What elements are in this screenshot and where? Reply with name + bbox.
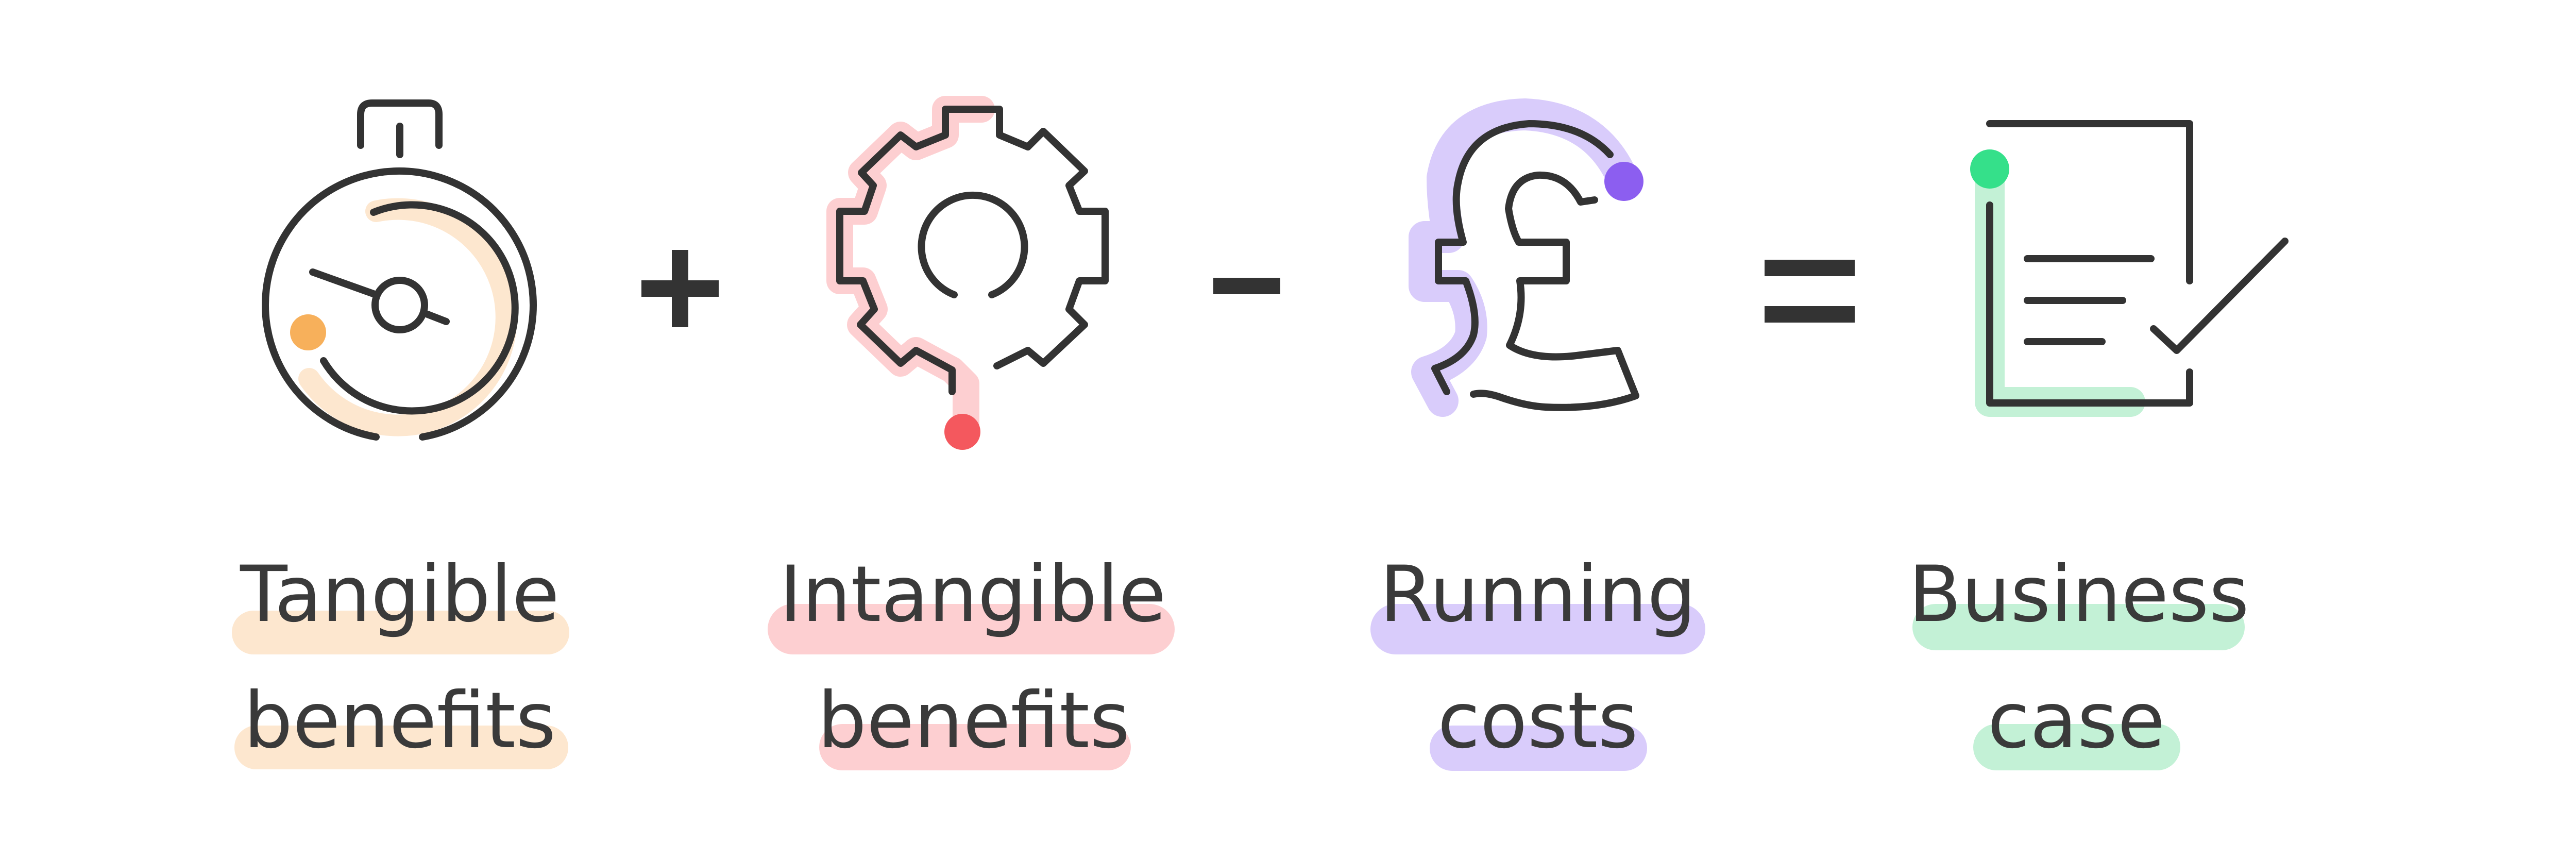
highlight-bar: [1973, 724, 2180, 770]
label-line-1: Tangible: [240, 550, 560, 639]
label-line-2: case: [1988, 676, 2165, 766]
stopwatch-inner-arc: [320, 201, 519, 415]
stopwatch-highlight-arc: [298, 198, 517, 436]
label-line-2: benefits: [818, 676, 1130, 766]
check-mark-icon: [2150, 238, 2289, 354]
highlight-bar: [234, 726, 568, 769]
stopwatch-hand: [309, 268, 380, 298]
gear-highlight-path: [826, 96, 995, 446]
label-intangible-benefits: Intangible benefits: [768, 550, 1175, 770]
stopwatch-hand-tail: [424, 311, 450, 325]
stopwatch-body: [262, 167, 537, 441]
stopwatch-icon: [262, 99, 537, 441]
highlight-bar: [819, 724, 1131, 770]
document-accent-dot: [1970, 149, 2009, 189]
stopwatch-accent-dot: [290, 314, 326, 350]
highlight-bar: [1430, 726, 1647, 771]
label-line-2: benefits: [244, 676, 556, 766]
labels: Tangible benefits Intangible benefits Ru…: [232, 550, 2249, 771]
document-back-page: [1986, 120, 2193, 284]
gear-inner-ring: [918, 191, 1028, 298]
label-line-1: Intangible: [779, 550, 1166, 639]
label-line-1: Running: [1380, 550, 1697, 639]
label-line-2: costs: [1437, 676, 1638, 766]
stopwatch-hub: [371, 277, 428, 333]
document-check-icon: [1970, 120, 2289, 417]
highlight-bar: [1912, 604, 2245, 650]
pound-inner-outline: [1470, 171, 1639, 411]
pound-outer-outline: [1431, 120, 1614, 395]
highlight-bar: [768, 604, 1175, 654]
document-highlight-path: [1975, 154, 2145, 417]
stopwatch-crown: [357, 99, 443, 149]
highlight-bar: [232, 611, 569, 654]
label-business-case: Business case: [1908, 550, 2249, 770]
gear-icon: [826, 96, 1109, 450]
pound-accent-dot: [1604, 162, 1643, 201]
label-tangible-benefits: Tangible benefits: [232, 550, 569, 769]
pound-sign-icon: [1409, 98, 1643, 417]
plus-operator: [641, 250, 719, 327]
document-front-page: [1986, 201, 2193, 407]
highlight-bar: [1370, 604, 1705, 654]
label-line-1: Business: [1908, 550, 2249, 639]
label-running-costs: Running costs: [1370, 550, 1705, 771]
equals-operator: [1765, 260, 1855, 323]
gear-accent-dot: [944, 414, 980, 450]
gear-outline: [836, 106, 1109, 395]
